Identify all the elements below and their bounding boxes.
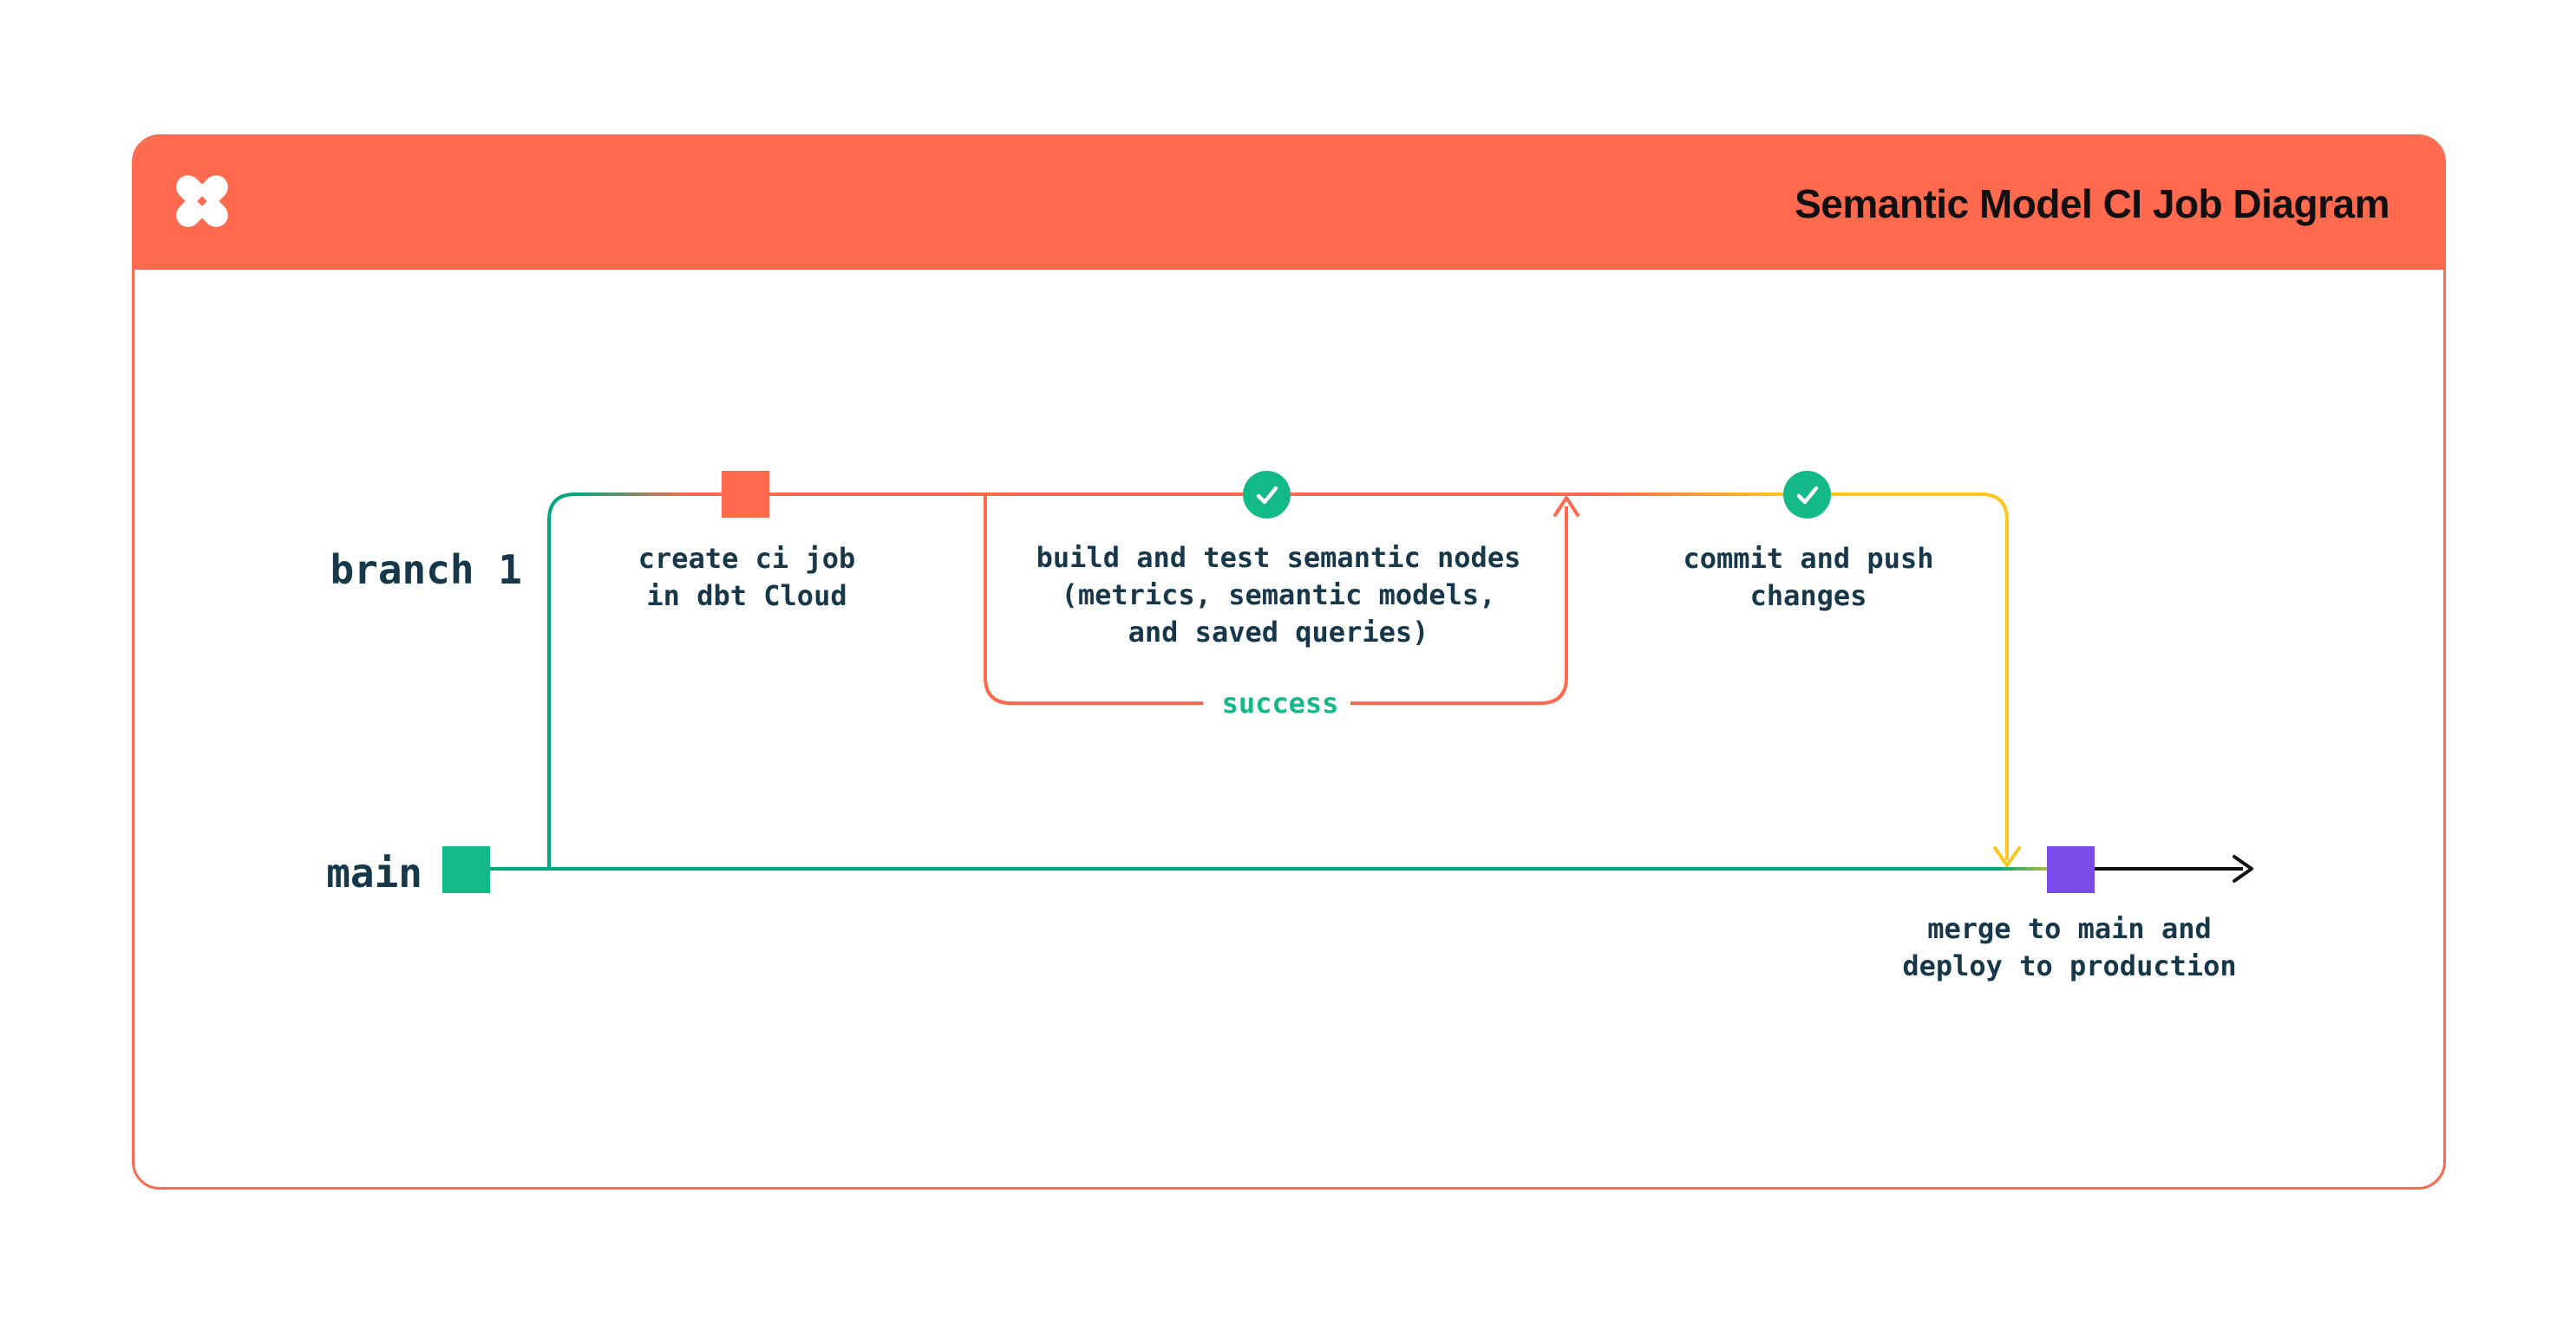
create-ci-commit-square	[722, 471, 769, 518]
commit-push-label: commit and push changes	[1683, 542, 1934, 612]
merge-deploy-label: merge to main and deploy to production	[1902, 912, 2237, 982]
check-icon	[1256, 486, 1278, 504]
branch-lane-label: branch 1	[330, 546, 522, 593]
success-loop-left	[984, 494, 1203, 705]
header-bar: Semantic Model CI Job Diagram	[134, 137, 2443, 270]
success-loop-right	[1350, 506, 1568, 705]
production-arrowhead-icon	[2233, 855, 2253, 883]
page-title: Semantic Model CI Job Diagram	[1795, 180, 2390, 226]
merge-down-arrowhead-icon	[1993, 846, 2021, 867]
success-loop-arrowhead-icon	[1553, 496, 1579, 517]
diagram-card: Semantic Model CI Job Diagram	[132, 134, 2446, 1190]
main-commit-square	[442, 846, 490, 893]
main-lane-label: main	[326, 850, 422, 897]
build-test-check-badge	[1243, 471, 1291, 519]
build-test-label: build and test semantic nodes (metrics, …	[1036, 541, 1521, 649]
create-ci-label: create ci job in dbt Cloud	[637, 542, 856, 612]
commit-push-check-badge	[1783, 471, 1831, 519]
check-icon	[1796, 486, 1818, 504]
merge-commit-square	[2047, 846, 2095, 893]
success-label: success	[1221, 687, 1339, 720]
dbt-logo-icon	[176, 175, 228, 227]
